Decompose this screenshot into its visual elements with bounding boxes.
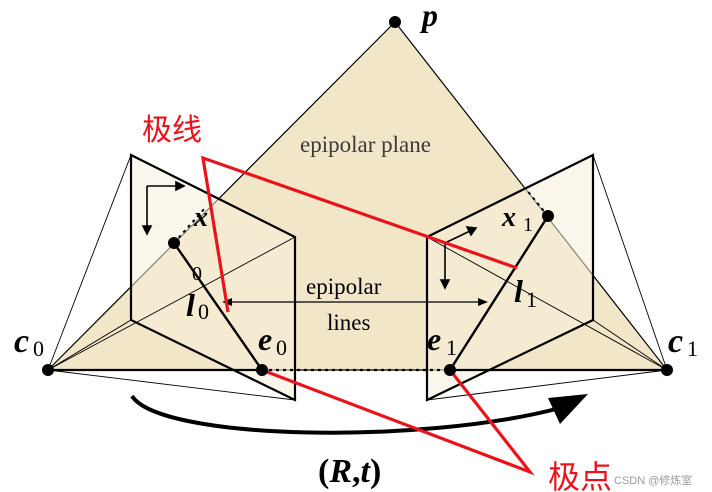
label-e1: e bbox=[427, 321, 441, 357]
label-epipolar-lines-1: epipolar bbox=[306, 274, 382, 299]
label-c1-subscript: 1 bbox=[687, 336, 698, 361]
label-motion-t: t bbox=[361, 453, 372, 490]
label-c1: c bbox=[668, 323, 683, 360]
annotation-epipolar-line: 极线 bbox=[142, 114, 202, 147]
label-x0: x bbox=[193, 202, 208, 233]
label-e0-subscript: 0 bbox=[276, 335, 287, 360]
left-camera-frustum bbox=[47, 154, 296, 401]
label-motion-open: ( bbox=[318, 453, 329, 490]
point-p bbox=[389, 16, 401, 28]
label-l1-subscript: 1 bbox=[526, 287, 537, 312]
label-x0-subscript: 0 bbox=[192, 263, 202, 285]
right-plane-axes-icon bbox=[439, 226, 478, 290]
label-e1-subscript: 1 bbox=[446, 335, 457, 360]
epipolar-line-l1 bbox=[448, 215, 550, 371]
label-x1: x bbox=[501, 202, 516, 233]
point-x0 bbox=[168, 237, 180, 249]
motion-arc-arrow bbox=[130, 394, 561, 435]
label-motion-R: R bbox=[328, 453, 352, 490]
label-e0: e bbox=[258, 321, 272, 357]
right-camera-frustum bbox=[426, 154, 668, 401]
label-epipolar-plane: epipolar plane bbox=[300, 132, 431, 157]
ray-right-dotted bbox=[524, 187, 549, 217]
label-motion-close: ) bbox=[370, 453, 381, 490]
label-c0-subscript: 0 bbox=[33, 336, 44, 361]
label-p: p bbox=[419, 0, 438, 33]
watermark: CSDN @修炼室 bbox=[614, 473, 692, 487]
left-plane-axes-icon bbox=[141, 180, 186, 236]
epipole-annotation-pointer bbox=[261, 368, 535, 476]
epipolar-line-l0 bbox=[173, 242, 263, 371]
point-c0 bbox=[42, 364, 54, 376]
motion-arrowhead bbox=[548, 394, 588, 424]
label-x1-subscript: 1 bbox=[523, 214, 533, 236]
label-motion: (R,t) bbox=[318, 453, 381, 490]
point-e0 bbox=[256, 364, 268, 376]
ray-left-dotted bbox=[173, 207, 206, 244]
label-l0: l bbox=[186, 287, 195, 323]
point-e1 bbox=[444, 364, 456, 376]
label-motion-comma: , bbox=[352, 453, 361, 490]
epipolar-line-annotation-pointer bbox=[200, 155, 518, 313]
point-c1 bbox=[661, 364, 673, 376]
label-epipolar-lines-2: lines bbox=[327, 310, 370, 335]
label-l0-subscript: 0 bbox=[198, 299, 209, 324]
label-l1: l bbox=[514, 273, 523, 309]
point-x1 bbox=[542, 210, 554, 222]
label-c0: c bbox=[14, 323, 29, 360]
annotation-epipole: 极点 bbox=[548, 459, 612, 492]
